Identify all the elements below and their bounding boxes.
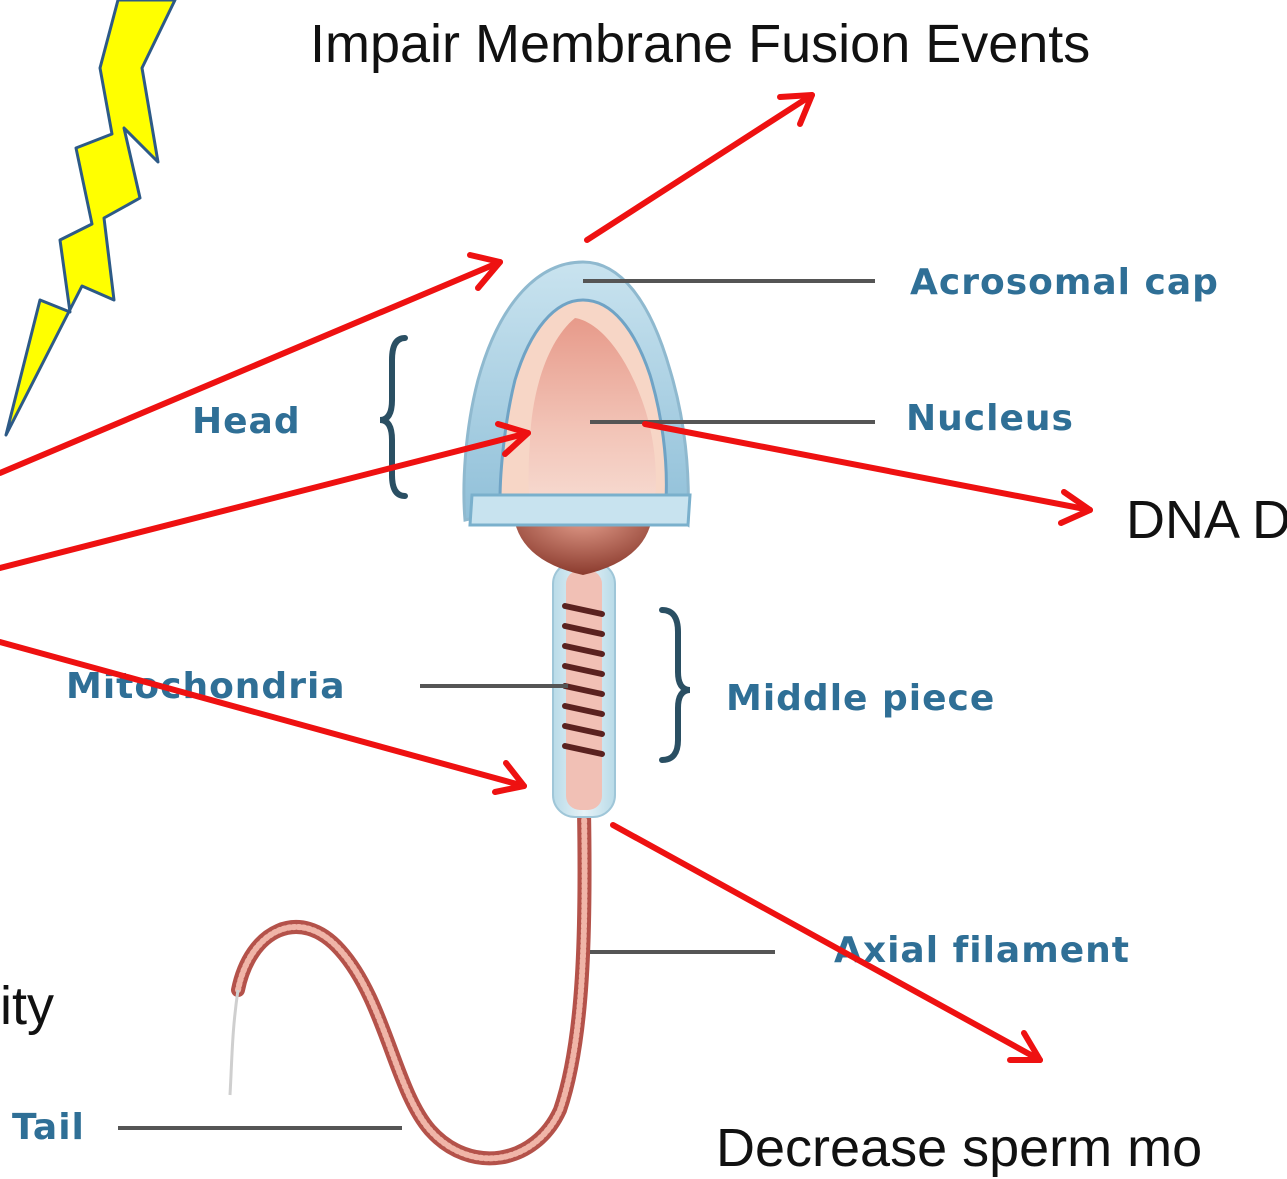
arrow-to-nucleus (0, 433, 528, 568)
arrow-to-midpiece (0, 642, 524, 786)
caption-dna: DNA D (1126, 490, 1287, 550)
red-arrows (0, 95, 1090, 1060)
arrow-membrane-fusion (587, 95, 812, 240)
caption-motility: Decrease sperm mo (716, 1118, 1202, 1178)
middle-piece-brace (662, 610, 690, 760)
label-axial-filament: Axial filament (834, 930, 1130, 971)
label-middle-piece: Middle piece (726, 678, 995, 719)
label-nucleus: Nucleus (906, 398, 1074, 439)
label-acrosomal-cap: Acrosomal cap (910, 262, 1219, 303)
label-head: Head (192, 401, 301, 442)
tail-end (230, 990, 238, 1095)
lightning-bolt-icon (6, 0, 175, 435)
caption-left-partial: ity (0, 976, 54, 1036)
caption-membrane-fusion: Impair Membrane Fusion Events (310, 14, 1090, 74)
label-tail: Tail (12, 1107, 85, 1148)
